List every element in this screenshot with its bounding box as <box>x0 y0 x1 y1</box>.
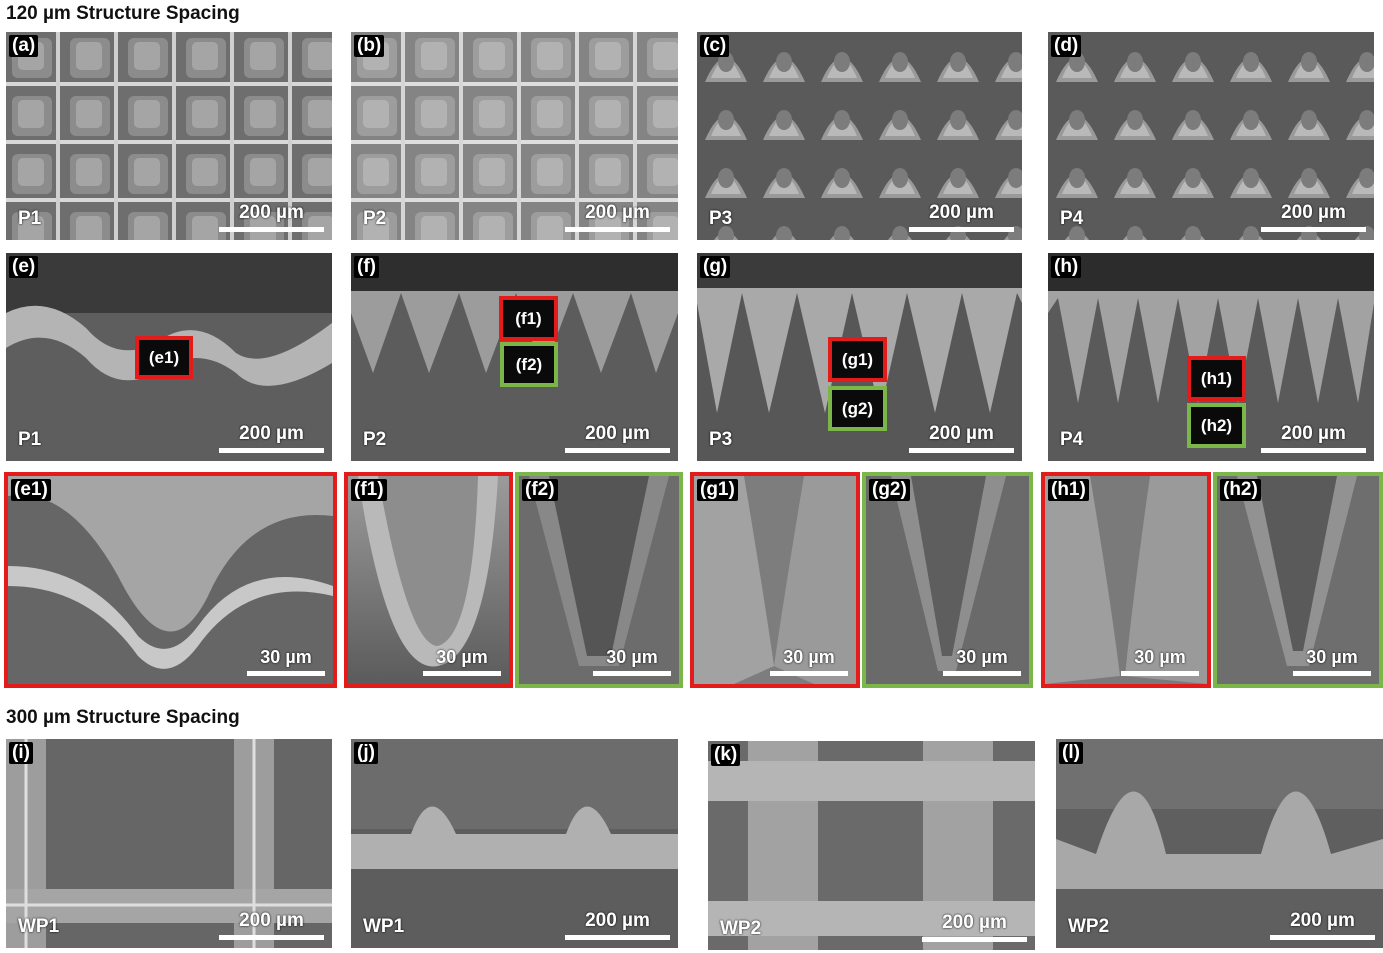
panel-label: (h) <box>1051 256 1082 278</box>
marker-e1: (e1) <box>135 336 193 379</box>
scale-bar: 200 µm <box>565 910 670 940</box>
scale-bar: 200 µm <box>565 423 670 453</box>
detail-panel-g1: (g1) 30 µm <box>690 472 860 688</box>
panel-label: (c) <box>700 35 730 57</box>
scale-bar: 30 µm <box>943 647 1021 676</box>
detail-panel-h2: (h2) 30 µm <box>1213 472 1383 688</box>
panel-label: (a) <box>9 35 39 57</box>
sample-label: P2 <box>363 429 387 450</box>
panel-label: (g) <box>700 256 731 278</box>
panel-label: (e) <box>9 256 39 278</box>
panel-label: (g1) <box>697 479 738 501</box>
sem-panel-i: (i) WP1 200 µm <box>6 739 332 948</box>
marker-g2: (g2) <box>828 386 887 431</box>
marker-f1: (f1) <box>499 296 558 341</box>
panel-label: (h1) <box>1048 479 1089 501</box>
scale-bar: 30 µm <box>1121 647 1199 676</box>
scale-bar: 200 µm <box>922 912 1027 942</box>
panel-label: (j) <box>354 742 378 764</box>
scale-bar: 30 µm <box>247 647 325 676</box>
sem-panel-j: (j) WP1 200 µm <box>351 739 678 948</box>
scale-bar: 30 µm <box>1293 647 1371 676</box>
scale-bar: 200 µm <box>1261 423 1366 453</box>
panel-label: (f2) <box>522 479 558 501</box>
sem-panel-b: (b) P2 200 µm <box>351 32 678 240</box>
panel-label: (l) <box>1059 742 1083 764</box>
scale-bar: 200 µm <box>219 202 324 232</box>
sem-panel-l: (l) WP2 200 µm <box>1056 739 1383 948</box>
scale-bar: 200 µm <box>219 423 324 453</box>
scale-bar: 200 µm <box>909 202 1014 232</box>
sample-label: WP1 <box>363 916 405 937</box>
panel-label: (f) <box>354 256 379 278</box>
sem-panel-g: (g) P3 200 µm <box>697 253 1022 461</box>
scale-bar: 200 µm <box>1261 202 1366 232</box>
section-title-300: 300 µm Structure Spacing <box>6 707 240 728</box>
sample-label: WP1 <box>18 916 60 937</box>
sample-label: WP2 <box>720 918 762 939</box>
panel-label: (i) <box>9 742 33 764</box>
sample-label: P3 <box>709 208 733 229</box>
panel-label: (g2) <box>869 479 910 501</box>
marker-f2: (f2) <box>500 342 558 387</box>
marker-g1: (g1) <box>828 337 887 382</box>
sem-panel-k: (k) WP2 200 µm <box>708 741 1035 950</box>
panel-label: (f1) <box>351 479 387 501</box>
sample-label: P3 <box>709 429 733 450</box>
scale-bar: 30 µm <box>770 647 848 676</box>
panel-label: (d) <box>1051 35 1082 57</box>
scale-bar: 200 µm <box>219 910 324 940</box>
panel-label: (k) <box>711 744 741 766</box>
panel-label: (e1) <box>11 479 51 501</box>
sample-label: P1 <box>18 429 42 450</box>
detail-panel-h1: (h1) 30 µm <box>1041 472 1211 688</box>
scale-bar: 200 µm <box>1270 910 1375 940</box>
scale-bar: 200 µm <box>565 202 670 232</box>
scale-bar: 200 µm <box>909 423 1014 453</box>
panel-label: (h2) <box>1220 479 1261 501</box>
sample-label: P2 <box>363 208 387 229</box>
detail-panel-g2: (g2) 30 µm <box>862 472 1033 688</box>
marker-h1: (h1) <box>1187 356 1246 401</box>
detail-panel-f2: (f2) 30 µm <box>515 472 683 688</box>
detail-panel-f1: (f1) 30 µm <box>344 472 513 688</box>
sem-panel-c: (c) P3 200 µm <box>697 32 1022 240</box>
sample-label: P4 <box>1060 208 1084 229</box>
sample-label: P1 <box>18 208 42 229</box>
sem-panel-d: (d) P4 200 µm <box>1048 32 1374 240</box>
scale-bar: 30 µm <box>593 647 671 676</box>
panel-label: (b) <box>354 35 385 57</box>
marker-h2: (h2) <box>1187 403 1246 448</box>
section-title-120: 120 µm Structure Spacing <box>6 3 240 24</box>
sem-panel-a: (a) P1 200 µm <box>6 32 332 240</box>
scale-bar: 30 µm <box>423 647 501 676</box>
sample-label: P4 <box>1060 429 1084 450</box>
sample-label: WP2 <box>1068 916 1110 937</box>
detail-panel-e1: (e1) 30 µm <box>4 472 337 688</box>
